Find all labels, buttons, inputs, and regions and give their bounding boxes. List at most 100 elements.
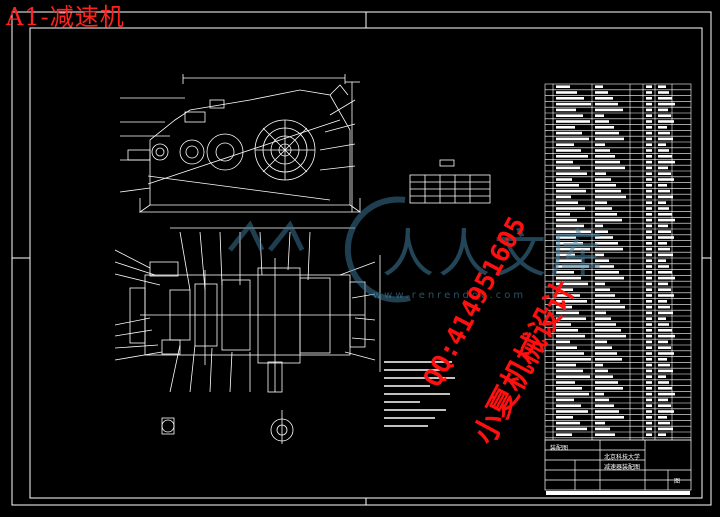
parts-list-cell-text [658,184,667,187]
parts-list-cell-text [646,329,652,332]
parts-list-cell-text [556,294,580,297]
parts-list-cell-text [556,137,589,141]
parts-list-cell-text [646,120,652,123]
parts-list-cell-text [646,230,652,233]
parts-list-cell-text [595,207,612,210]
parts-list-cell-text [595,276,624,280]
tech-data-table[interactable] [409,174,491,204]
parts-list-cell-text [646,126,652,129]
parts-list-cell-text [595,166,625,170]
title-block-drawing-name: 减速器装配图 [604,464,641,471]
parts-list-cell-text [595,259,609,262]
parts-list-cell-text [556,189,586,193]
parts-list-cell-text [595,149,610,152]
parts-list-cell-text [556,178,572,181]
parts-list-cell-text [556,323,571,326]
parts-list-cell-text [595,369,608,373]
parts-list-cell-text [658,421,670,425]
parts-list-cell-text [595,398,609,402]
parts-list-cell-text [646,427,652,431]
parts-list-cell-text [556,427,587,431]
parts-list-cell-text [595,201,607,204]
parts-list-cell-text [556,404,581,407]
parts-list-cell-text [556,271,574,274]
top-view[interactable] [114,227,381,393]
parts-list-cell-text [595,213,617,216]
parts-list-cell-text [658,242,667,245]
parts-list-cell-text [595,340,607,344]
parts-list-cell-text [595,346,612,349]
parts-list-cell-text [595,178,611,181]
parts-list-cell-text [646,155,652,158]
parts-list-cell-text [658,404,671,407]
parts-list-cell-text [556,114,583,117]
parts-list-cell-text [646,433,652,436]
parts-list-cell-text [556,265,589,268]
detail-views[interactable] [161,410,294,444]
parts-list-cell-text [658,329,672,332]
parts-list-cell-text [556,102,591,106]
parts-list-cell-text [658,305,670,309]
parts-list-cell-text [595,416,624,419]
parts-list-cell-text [658,137,673,141]
parts-list-cell-text [595,265,614,268]
parts-list-cell-text [646,282,652,286]
parts-list-cell-text [646,416,652,419]
parts-list-cell-text [658,131,670,135]
parts-list-cell-text [658,311,673,315]
parts-list-cell-text [658,195,673,199]
parts-list-cell-text [556,340,570,344]
front-view[interactable] [119,74,362,213]
parts-list-cell-text [646,91,652,94]
parts-list-cell-text [658,427,673,431]
parts-list-cell-text [658,91,669,94]
parts-list-cell-text [595,120,609,123]
parts-list-cell-text [556,381,575,384]
parts-list-cell-text [595,102,618,106]
section-label-box [439,159,455,167]
parts-list-cell-text [595,253,604,257]
parts-list-cell-text [646,358,652,361]
parts-list-table[interactable] [544,83,692,441]
parts-list-cell-text [595,317,611,320]
parts-list-cell-text [646,398,652,402]
title-block-sheet: 图 [674,478,681,485]
parts-list-cell-text [658,230,671,233]
parts-list-cell-text [556,160,573,164]
parts-list-cell-text [658,323,669,326]
parts-list-cell-text [595,305,625,309]
parts-list-cell-text [595,91,608,94]
parts-list-cell-text [658,85,666,88]
outer-frame [11,11,712,506]
parts-list-cell-text [556,352,584,355]
parts-list-cell-text [595,247,623,251]
parts-list-cell-text [556,85,570,88]
parts-list-cell-text [556,276,581,280]
parts-list-cell-text [595,218,622,222]
parts-list-cell-text [556,230,591,233]
parts-list-cell-text [556,259,582,262]
parts-list-cell-text [658,416,667,419]
parts-list-cell-text [556,358,591,361]
parts-list-cell-text [646,375,652,378]
parts-list-cell-text [658,189,670,193]
window-title: A1-减速机 [6,3,125,31]
parts-list-cell-text [658,265,669,268]
parts-list-cell-text [556,184,579,187]
parts-list-cell-text [595,352,617,355]
parts-list-cell-text [556,247,590,251]
parts-list-cell-text [646,387,652,390]
parts-list-cell-text [646,392,652,396]
parts-list-cell-text [646,340,652,344]
parts-list-cell-text [646,311,652,315]
title-block[interactable] [544,439,692,491]
parts-list-cell-text [658,363,670,367]
parts-list-cell-text [646,334,652,338]
parts-list-cell-text [646,288,652,291]
watermark-brand-en: www.renrendoc.com [373,290,527,301]
parts-list-cell-text [556,126,575,129]
watermark-brand-cn: 人人文库 [382,225,607,285]
title-block-org: 北京科技大学 [604,454,641,461]
parts-list-cell-text [658,114,671,117]
